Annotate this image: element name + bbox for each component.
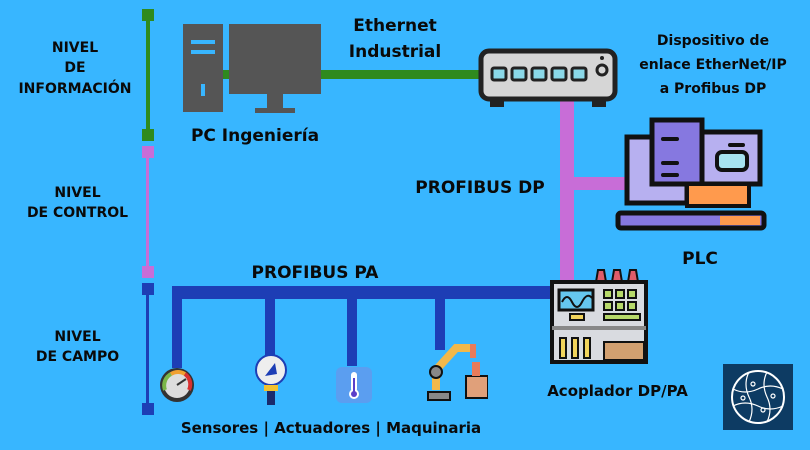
profibus-pa-line [172,286,554,299]
text: NIVEL [54,185,101,201]
text: Industrial [348,42,442,63]
plc-icon [615,117,767,231]
level-marker [142,9,154,21]
field-devices-label: Sensores | Actuadores | Maquinaria [180,419,482,437]
pc-icon [183,24,321,113]
level-marker [142,283,154,295]
coupler-label: Acoplador DP/PA [547,382,688,400]
level-marker [142,129,154,141]
text: NIVEL [54,329,101,345]
gateway-label: Dispositivo de enlace EtherNet/IP a Prof… [622,30,804,101]
text: enlace EtherNet/IP [639,56,787,73]
puzzle-globe-logo [723,364,793,430]
text: INFORMACIÓN [18,80,132,97]
gauge-sensor-icon [160,368,194,402]
level-line-info [146,15,150,135]
pa-drop [347,290,357,366]
text: Ethernet [353,16,437,36]
gateway-switch-icon [478,48,618,107]
plc-label: PLC [682,249,718,269]
coupler-dp-pa-icon [550,269,648,364]
pa-drop [265,290,275,356]
thermometer-sensor-icon [336,367,372,403]
text: NIVEL [51,40,99,56]
text: Dispositivo de [656,33,770,49]
level-info-label: NIVEL DE INFORMACIÓN [0,38,150,99]
level-line-control [146,152,149,272]
text: DE [64,60,86,77]
level-marker [142,266,154,278]
pa-drop [435,290,445,350]
level-marker [142,146,154,158]
profibus-dp-label: PROFIBUS DP [415,178,545,198]
ethernet-label: Ethernet Industrial [320,13,470,66]
profibus-dp-branch [570,177,630,190]
level-field-label: NIVEL DE CAMPO [0,327,155,368]
pressure-gauge-actuator-icon [255,354,287,405]
text: a Profibus DP [659,80,767,97]
text: DE CAMPO [35,349,120,366]
profibus-pa-label: PROFIBUS PA [251,263,379,283]
pc-label: PC Ingeniería [190,126,320,146]
level-line-field [146,289,149,409]
robotic-arm-machinery-icon [427,344,488,401]
text: DE CONTROL [26,205,129,222]
pa-drop [172,290,182,368]
ethernet-line [222,70,484,79]
level-control-label: NIVEL DE CONTROL [0,183,155,224]
level-marker [142,403,154,415]
profibus-dp-line [560,100,574,285]
